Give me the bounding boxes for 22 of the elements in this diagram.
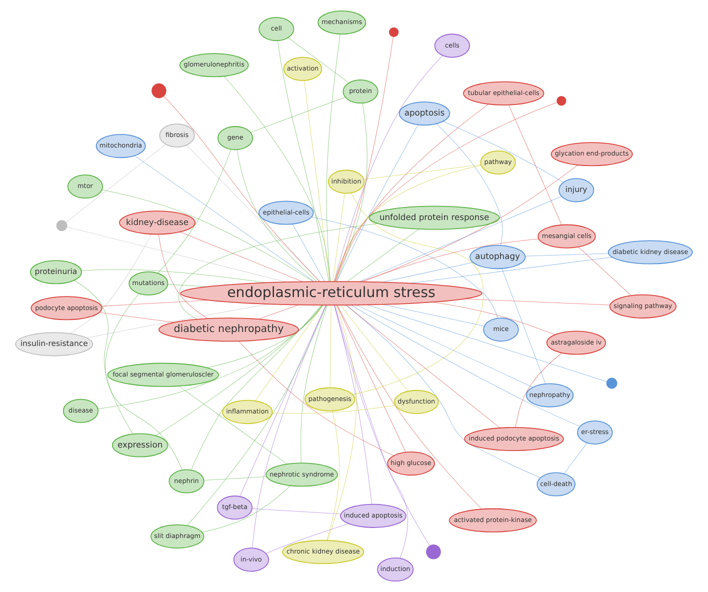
node-circle — [606, 378, 618, 389]
node-ellipse: autophagy — [469, 245, 526, 270]
node-ellipse: unfolded protein response — [368, 206, 500, 230]
connector — [236, 150, 318, 282]
node-ellipse: apoptosis — [398, 101, 450, 126]
node-circle — [426, 544, 441, 560]
connector — [86, 304, 269, 338]
node-ellipse: endoplasmic-reticulum stress — [180, 281, 482, 306]
connector — [442, 121, 564, 183]
node-ellipse: kidney-disease — [119, 210, 196, 235]
node-circle — [556, 96, 566, 106]
node-circle — [152, 83, 166, 98]
connector — [105, 293, 182, 470]
node-ellipse: diabetic nephropathy — [158, 318, 299, 342]
connector — [238, 341, 394, 456]
connector — [311, 216, 498, 318]
node-circle — [56, 220, 68, 232]
node-ellipse: expression — [112, 433, 168, 458]
connector — [66, 144, 166, 223]
connector — [202, 486, 291, 532]
connector — [178, 386, 288, 464]
node-circle — [388, 27, 399, 38]
